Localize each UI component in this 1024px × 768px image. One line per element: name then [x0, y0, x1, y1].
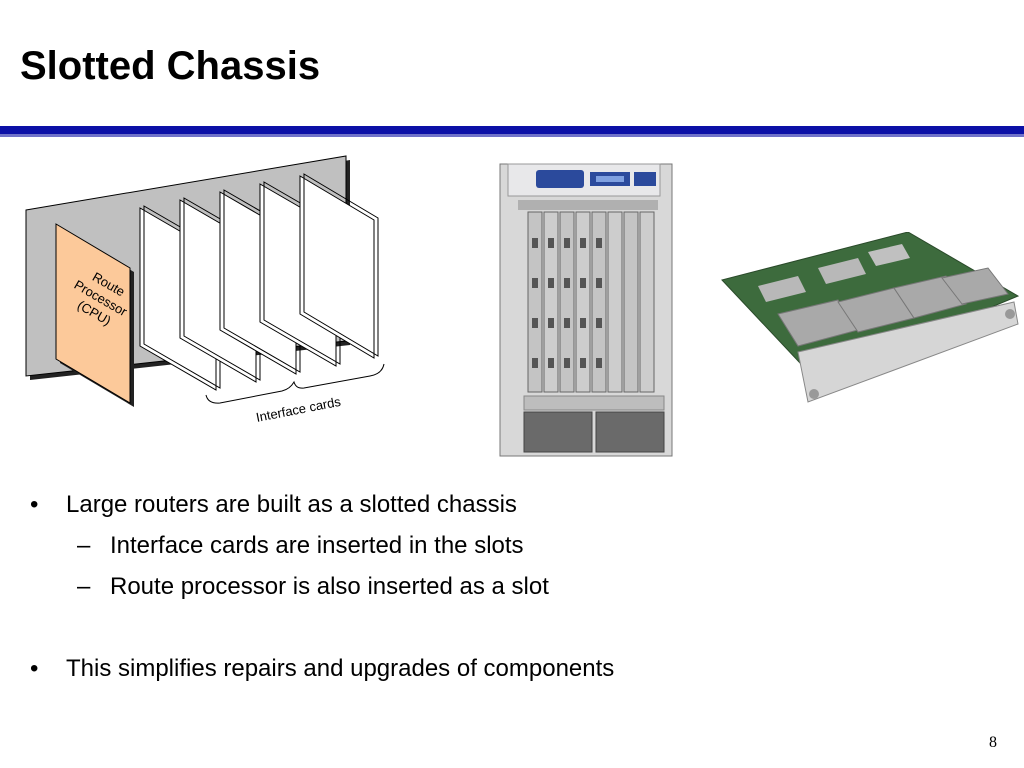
chassis-vent-left [523, 411, 593, 453]
title-underline-shadow [0, 134, 1024, 137]
port [532, 358, 538, 368]
port [596, 318, 602, 328]
port [532, 238, 538, 248]
bullet-item: • Large routers are built as a slotted c… [30, 484, 614, 525]
bullet-text: This simplifies repairs and upgrades of … [66, 655, 615, 682]
sub-bullet-item: – Interface cards are inserted in the sl… [30, 525, 614, 566]
slide-title: Slotted Chassis [20, 44, 321, 88]
port [596, 278, 602, 288]
bullet-spacer [30, 607, 614, 648]
chassis-slot [527, 211, 543, 393]
port [564, 318, 570, 328]
port [532, 318, 538, 328]
bullet-dot: • [30, 655, 39, 682]
chassis-cable-tray [523, 395, 665, 411]
line-card-chip [868, 244, 910, 266]
port [596, 358, 602, 368]
page-number: 8 [989, 734, 997, 751]
port [580, 278, 586, 288]
chassis-slots [527, 211, 655, 393]
line-card-chip [818, 258, 866, 284]
port [564, 358, 570, 368]
port [548, 238, 554, 248]
sub-bullet-dash: – [77, 532, 91, 559]
line-card-screw [809, 389, 819, 399]
slotted-chassis-diagram: Route Processor (CPU) Interface cards [25, 155, 385, 425]
line-card-module [941, 267, 1009, 305]
port [532, 278, 538, 288]
chassis-slot [559, 211, 575, 393]
chassis-logo-panel [536, 170, 584, 188]
router-chassis-photo [499, 163, 673, 457]
sub-bullet-dash: – [77, 573, 91, 600]
interface-card-edge [303, 173, 379, 357]
chassis-slot [607, 211, 623, 393]
bullet-dot: • [30, 491, 39, 518]
bullet-list: • Large routers are built as a slotted c… [30, 484, 614, 689]
title-underline-bar [0, 126, 1024, 134]
port [564, 278, 570, 288]
chassis-vent-right [595, 411, 665, 453]
line-card-screw [1005, 309, 1015, 319]
chassis-lcd [596, 176, 624, 182]
chassis-status-panel [634, 172, 656, 186]
bullet-text: Large routers are built as a slotted cha… [66, 491, 517, 518]
port [548, 358, 554, 368]
route-processor-card [55, 223, 131, 404]
sub-bullet-text: Route processor is also inserted as a sl… [110, 573, 549, 600]
chassis-slot [543, 211, 559, 393]
sub-bullet-item: – Route processor is also inserted as a … [30, 566, 614, 607]
sub-bullet-text: Interface cards are inserted in the slot… [110, 532, 524, 559]
line-card-faceplate [797, 301, 1019, 403]
port [548, 278, 554, 288]
port [580, 358, 586, 368]
interface-cards-label: Interface cards [255, 394, 343, 425]
port [564, 238, 570, 248]
interface-card [299, 175, 375, 359]
bullet-item: • This simplifies repairs and upgrades o… [30, 648, 614, 689]
chassis-slot [639, 211, 655, 393]
line-card-chip [758, 276, 806, 302]
chassis-slot [591, 211, 607, 393]
port [596, 238, 602, 248]
interface-cards-brace [205, 363, 385, 404]
port [580, 238, 586, 248]
port [548, 318, 554, 328]
port [580, 318, 586, 328]
line-card-photo [721, 232, 1020, 403]
interface-cards [139, 173, 379, 391]
chassis-slot [623, 211, 639, 393]
chassis-fan-tray [518, 200, 658, 210]
chassis-slot [575, 211, 591, 393]
chassis-ports [532, 238, 602, 368]
